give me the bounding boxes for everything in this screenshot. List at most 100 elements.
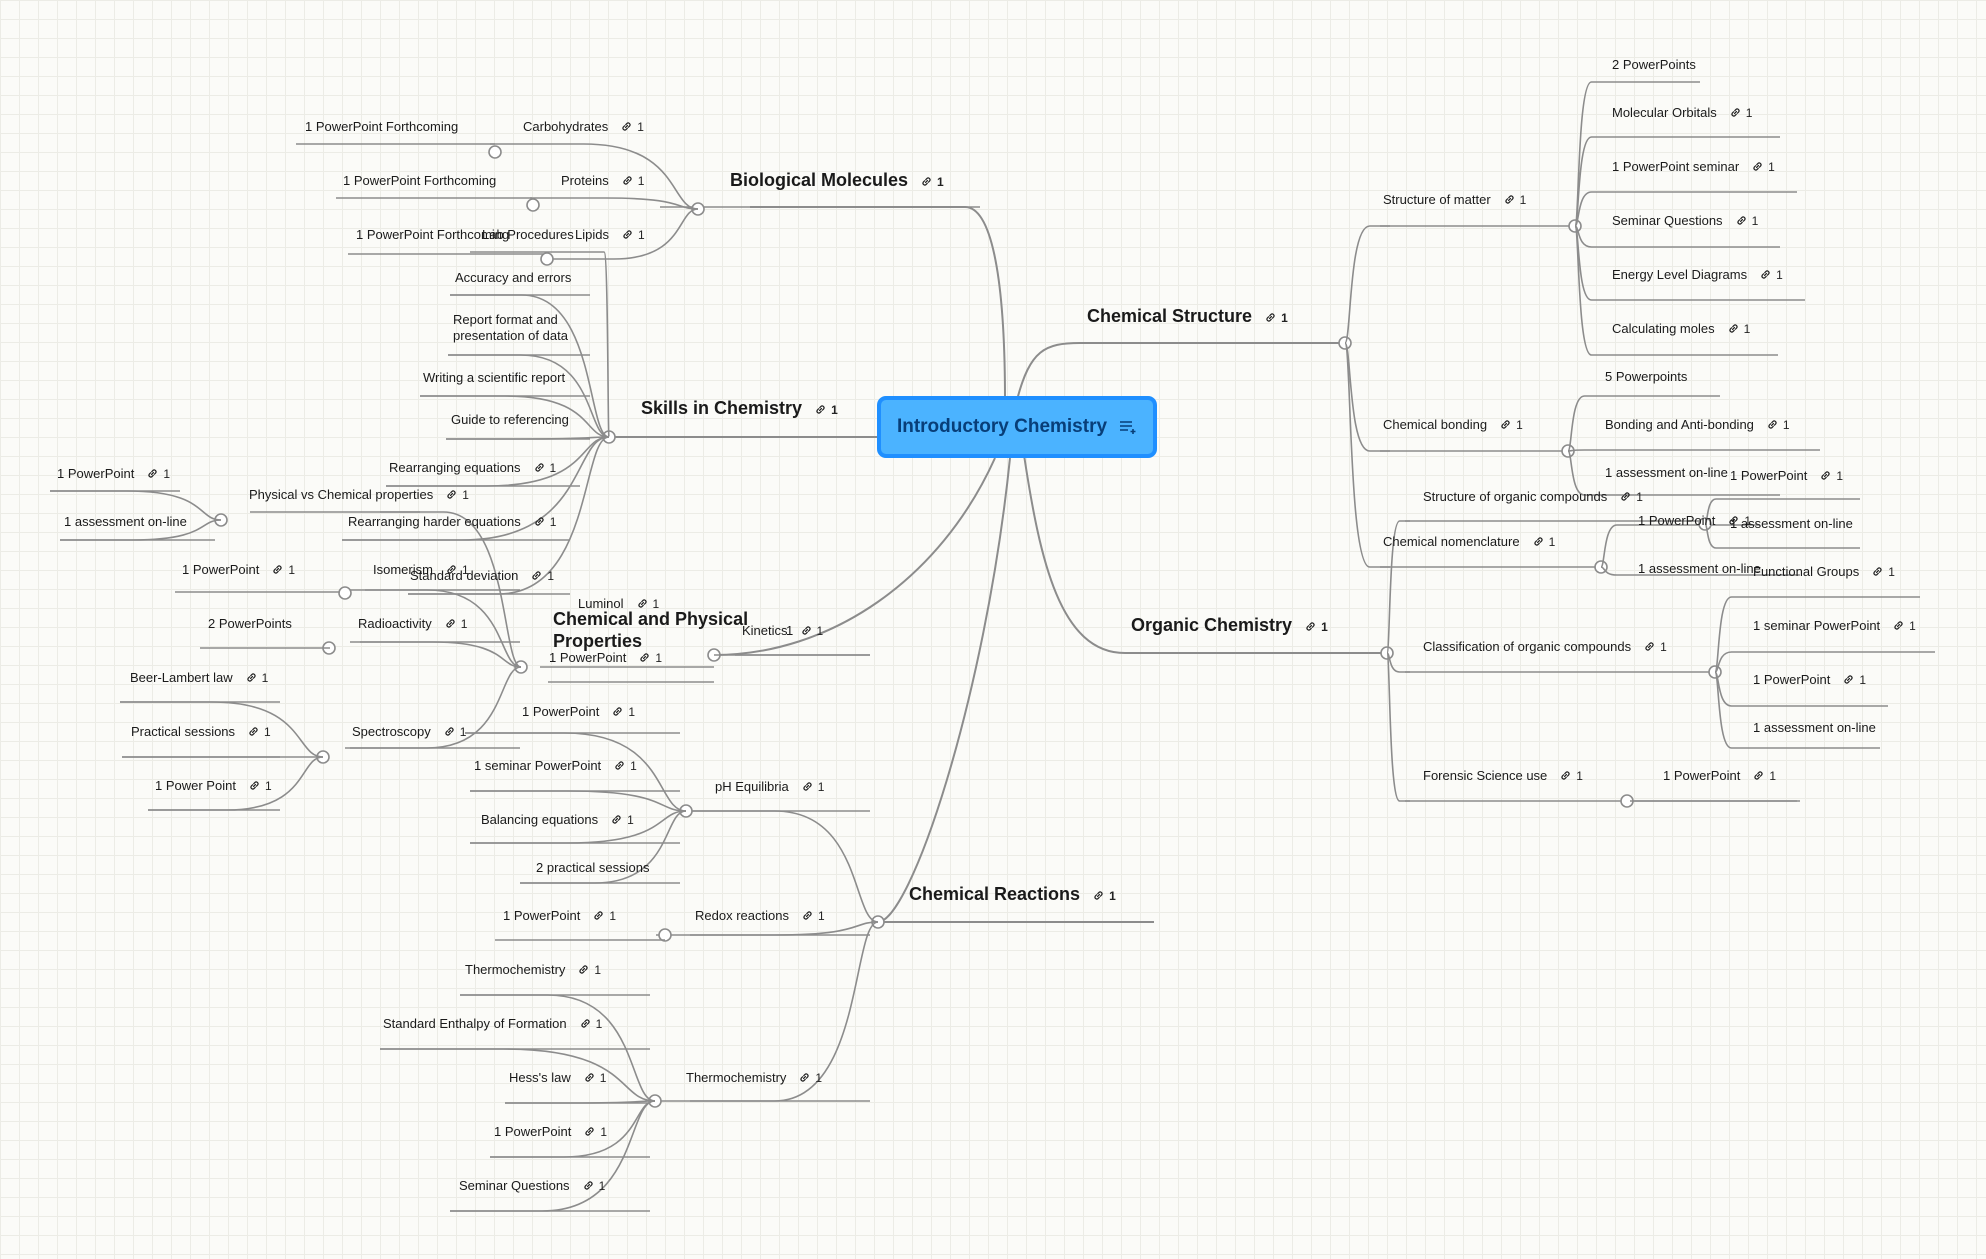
link-count[interactable]: 1 [1759,267,1783,283]
link-count[interactable]: 1 [1842,672,1866,688]
link-count[interactable]: 1 [577,962,601,978]
link-count[interactable]: 1 [1727,513,1751,529]
topic-soc2[interactable]: 1 assessment on-line [1730,516,1853,532]
topic-rep[interactable]: Report format and presentation of data [453,312,593,344]
link-count[interactable]: 1 [1727,321,1750,337]
link-count[interactable]: 1 [583,1070,606,1086]
topic-cpp[interactable]: Chemical and Physical Properties [553,608,783,652]
link-count[interactable]: 1 [533,514,556,530]
link-count[interactable]: 1 [445,562,469,578]
link-count[interactable]: 1 [1766,417,1790,433]
topic-lip1[interactable]: 1 PowerPoint Forthcoming [356,227,509,243]
link-count[interactable]: 1 [1871,564,1895,580]
link-count[interactable]: 1 [592,908,616,924]
topic-som1[interactable]: 2 PowerPoints [1612,57,1696,73]
link-count[interactable]: 1 [1619,489,1643,505]
link-count[interactable]: 1 [146,466,170,482]
link-count[interactable]: 1 [1264,307,1288,329]
link-count[interactable]: 1 [1092,885,1116,907]
link-count[interactable]: 1 [638,650,662,666]
link-count[interactable]: 1 [1559,768,1583,784]
link-count[interactable]: 1 [247,724,271,740]
link-count[interactable]: 1 [798,1070,822,1086]
link-count[interactable]: 1 [583,1124,607,1140]
link-count[interactable]: 1 [1503,192,1526,208]
topic-cb3[interactable]: 1 assessment on-line [1605,465,1728,481]
link-count[interactable]: 1 [1892,618,1916,634]
link-count[interactable]: 1 [582,1178,605,1194]
topic-kin1[interactable]: 1 [786,623,793,639]
topic-gref[interactable]: Guide to referencing [451,412,569,428]
root-topic[interactable]: Introductory Chemistry [877,396,1157,458]
link-count[interactable]: 1 [579,1016,602,1032]
link-count[interactable]: 1 [920,171,944,193]
link-count[interactable]: 1 [814,399,838,421]
link-count[interactable]: 1 [533,460,556,476]
topic-coc4[interactable]: 1 assessment on-line [1753,720,1876,736]
topic-cb1[interactable]: 5 Powerpoints [1605,369,1687,385]
topic-cn2[interactable]: 1 assessment on-line [1638,561,1761,577]
link-count[interactable]: 1 [530,568,554,584]
link-count[interactable]: 1 [443,724,466,740]
topic-prot1[interactable]: 1 PowerPoint Forthcoming [343,173,496,189]
link-count[interactable]: 1 [1735,213,1758,229]
link-count[interactable]: 1 [444,616,467,632]
link-count[interactable]: 1 [1643,639,1667,655]
link-count[interactable]: 1 [636,596,659,612]
link-count[interactable]: 1 [271,562,295,578]
link-count[interactable]: 1 [1752,768,1776,784]
link-count[interactable]: 1 [800,623,823,639]
topic-carb1[interactable]: 1 PowerPoint Forthcoming [305,119,458,135]
notes-icon[interactable] [1119,420,1137,434]
link-count[interactable]: 1 [801,908,825,924]
topic-ph4[interactable]: 2 practical sessions [536,860,649,876]
link-count[interactable]: 1 [248,778,272,794]
link-count[interactable]: 1 [1499,417,1523,433]
link-count[interactable]: 1 [610,812,634,828]
link-count[interactable]: 1 [621,173,644,189]
link-count[interactable]: 1 [1532,534,1555,550]
link-count[interactable]: 1 [445,487,469,503]
topic-acc[interactable]: Accuracy and errors [455,270,571,286]
link-count[interactable]: 1 [245,670,268,686]
